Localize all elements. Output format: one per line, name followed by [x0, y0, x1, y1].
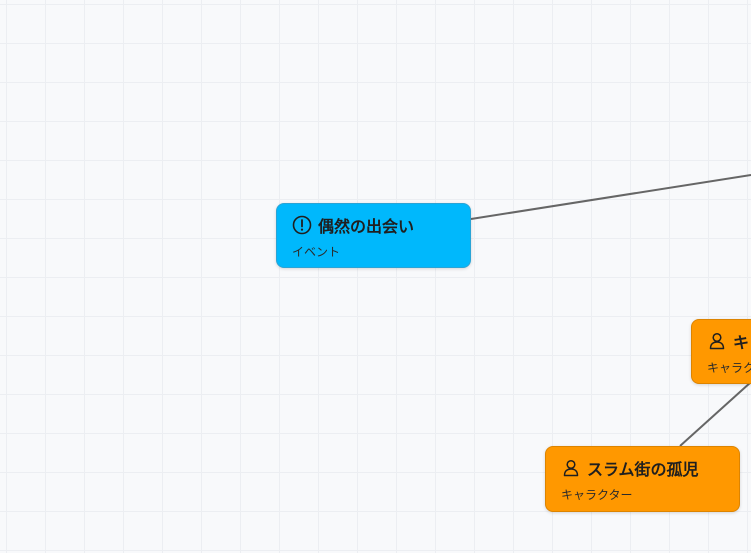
node-type-label: キャラクター [561, 488, 633, 502]
edge-character-to-orphan[interactable] [679, 381, 751, 447]
exclamation-circle-icon [292, 215, 312, 235]
node-title: スラム街の孤児 [587, 460, 699, 479]
edge-event-to-offscreen[interactable] [470, 174, 751, 220]
node-title: 偶然の出会い [318, 217, 415, 236]
node-event-encounter[interactable]: 偶然の出会い イベント [276, 203, 471, 268]
node-character-partial[interactable]: キ キャラク [691, 319, 751, 384]
node-type-label: キャラク [707, 361, 751, 375]
person-icon [707, 331, 727, 351]
node-type-label: イベント [292, 245, 341, 259]
node-character-slum-orphan[interactable]: スラム街の孤児 キャラクター [545, 446, 740, 512]
node-title: キ [733, 333, 750, 352]
person-icon [561, 458, 581, 478]
